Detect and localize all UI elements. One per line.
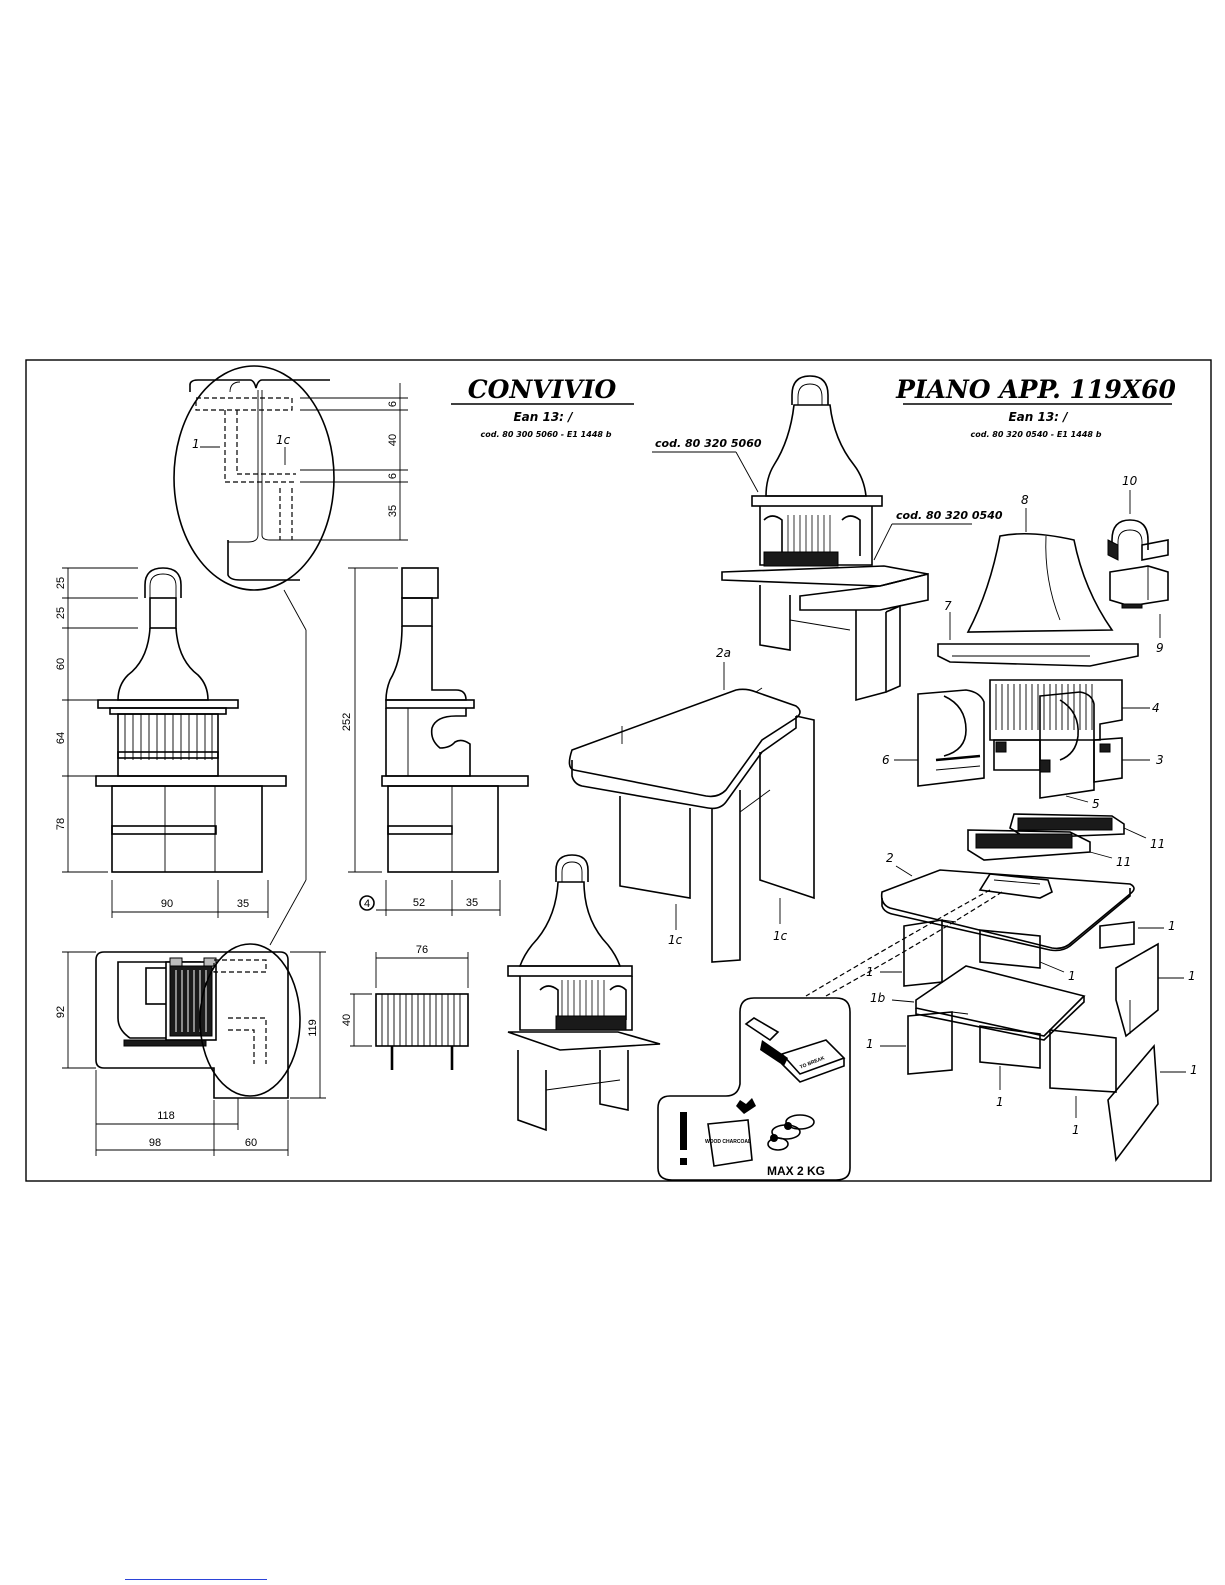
front-dim-60: 60 [55,658,67,670]
grill-view: 76 40 [341,944,468,1070]
grill-parts: 11 11 [968,814,1165,869]
plan-view: 92 119 118 98 60 [55,944,326,1156]
part-9: 9 [1156,641,1164,655]
detail-dim-35: 35 [387,505,399,517]
detail-dim-40: 40 [387,434,399,446]
convivio-ean: Ean 13: / [513,410,574,424]
piano-title-block: PIANO APP. 119X60 Ean 13: / cod. 80 320 … [895,375,1176,439]
part-1-a: 1 [1168,919,1176,933]
charcoal-bag-icon: WOOD CHARCOAL [705,1098,756,1166]
side-circle-4: 4 [364,898,370,910]
callout-cod-worktop: cod. 80 320 0540 [896,509,1003,522]
convivio-code: cod. 80 300 5060 - E1 1448 b [481,430,612,439]
plan-dim-98: 98 [149,1137,161,1149]
detail-dim-6a: 6 [387,401,399,407]
grill-dim-76: 76 [416,944,428,956]
detail-dim-6b: 6 [387,473,399,479]
side-dim-52: 52 [413,897,425,909]
part-11a: 11 [1150,837,1165,851]
front-dim-25a: 25 [55,577,67,589]
part-2a: 2a [716,646,731,660]
front-dim-90: 90 [161,898,173,910]
plan-dim-92: 92 [55,1006,67,1018]
front-dim-78: 78 [55,818,67,830]
piano-ean: Ean 13: / [1008,410,1069,424]
wood-logs-icon [768,1115,814,1150]
hand-bag-icon: TO BREAK [746,1018,844,1082]
iso-barbecue-small [508,855,660,1130]
callout-cod-barbecue: cod. 80 320 5060 [655,437,762,450]
part-1-f: 1 [1190,1063,1198,1077]
exclamation-icon [680,1112,687,1150]
part-1c-left: 1c [668,933,683,947]
part-1-h: 1 [1072,1123,1080,1137]
part-1-g: 1 [996,1095,1004,1109]
to-break-label: TO BREAK [799,1055,826,1070]
part-10: 10 [1122,474,1138,488]
iso-worktop: 2a 1c 1c [569,646,814,962]
piano-code: cod. 80 320 0540 - E1 1448 b [971,430,1102,439]
part-1-d: 1 [1068,969,1076,983]
bag-label: WOOD CHARCOAL [705,1139,751,1145]
part-1b: 1b [870,991,886,1005]
max-weight-label: MAX 2 KG [767,1164,825,1178]
front-dim-35: 35 [237,898,249,910]
iso-barbecue-complete: cod. 80 320 5060 cod. 80 320 0540 [652,376,1003,700]
footer-link-underline[interactable] [125,1579,267,1580]
firebox-parts: 4 3 5 6 [882,680,1164,811]
part-7: 7 [944,599,952,613]
front-dim-64: 64 [55,732,67,744]
part-6: 6 [882,753,890,767]
warning-panel: WOOD CHARCOAL MAX 2 KG TO BREAK [658,998,850,1180]
front-view: 25 25 60 64 78 90 35 [55,568,286,918]
detail-label-1c: 1c [276,433,291,447]
side-dim-35: 35 [466,897,478,909]
part-4: 4 [1152,701,1160,715]
plan-dim-60: 60 [245,1137,257,1149]
part-2: 2 [886,851,894,865]
part-3: 3 [1156,753,1164,767]
plan-dim-119: 119 [307,1019,319,1037]
convivio-title-block: CONVIVIO Ean 13: / cod. 80 300 5060 - E1… [451,375,634,439]
plan-dim-118: 118 [157,1110,175,1122]
part-1-b: 1 [1188,969,1196,983]
hood-parts: 8 7 10 9 [938,474,1168,666]
part-11b: 11 [1116,855,1131,869]
convivio-title: CONVIVIO [468,375,617,404]
part-1-e: 1 [866,1037,874,1051]
base-parts: 2 1 1 1 1 1b 1 1 1 1 [806,851,1198,1160]
part-1c-right: 1c [773,929,788,943]
front-dim-25b: 25 [55,607,67,619]
detail-label-1: 1 [192,437,200,451]
part-5: 5 [1092,797,1100,811]
grill-dim-40: 40 [341,1014,353,1026]
side-dim-252: 252 [341,713,353,731]
side-view: 252 4 52 35 [341,568,528,916]
joint-detail-ellipse: 1 1c 6 40 6 35 [174,366,408,945]
part-8: 8 [1021,493,1029,507]
piano-title: PIANO APP. 119X60 [895,375,1176,404]
